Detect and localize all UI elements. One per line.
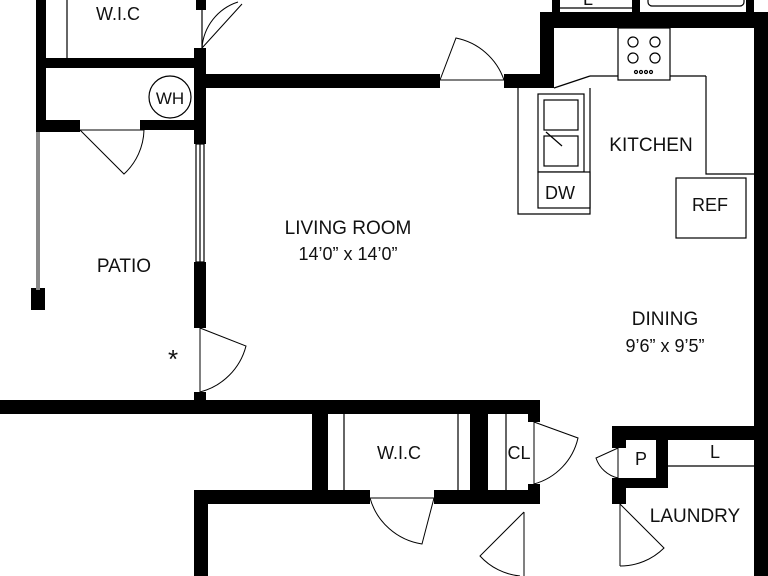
wall-pantry-bottom [612, 478, 668, 488]
wall-closet-bottom [140, 120, 206, 130]
wall-top-stub-b [632, 0, 640, 14]
thin-lines [36, 0, 754, 490]
label-water-heater: WH [156, 89, 184, 108]
wall-wic-floor-left [194, 490, 370, 504]
wall-closet-right-top [528, 400, 540, 422]
top-appliance [647, 0, 745, 7]
door-closet-cl [533, 421, 579, 485]
label-dishwasher: DW [545, 183, 575, 203]
label-dining-size: 9’6” x 9’5” [625, 336, 704, 356]
door-wic-bottom [369, 497, 435, 545]
wall-patio-top [36, 120, 80, 132]
kitchen-fixtures [148, 27, 754, 239]
wall-wic-bottom-right [470, 400, 488, 496]
label-dining: DINING [632, 309, 699, 330]
dishwasher [537, 171, 591, 209]
door-bedroom [479, 511, 525, 576]
counter-top-join [553, 75, 591, 89]
range [617, 27, 671, 81]
sink-basin-top [543, 99, 579, 131]
wall-patio-living-lower [194, 262, 206, 328]
wall-kitchen-left [540, 12, 554, 88]
wall-wic-bottom-left [312, 400, 328, 496]
wall-wic-right-upper [196, 0, 206, 10]
wall-living-top [206, 74, 440, 88]
wall-closet-right-bottom [528, 484, 540, 504]
door-laundry [619, 503, 665, 567]
wall-patio-living-upper [194, 48, 206, 144]
wall-wic-floor-right [434, 490, 540, 504]
wall-main-horizontal [0, 400, 540, 414]
wall-laundry-top [612, 426, 768, 440]
wall-wic-bottom [36, 58, 206, 68]
label-wic-bottom: W.I.C [377, 443, 421, 463]
wall-top-stub-c [746, 0, 754, 14]
burner-2 [649, 36, 661, 48]
sink-faucet [545, 131, 563, 147]
label-kitchen: KITCHEN [609, 135, 692, 156]
water-heater [148, 75, 192, 119]
label-closet: CL [507, 443, 530, 463]
label-wic-top: W.I.C [96, 4, 140, 24]
door-closet-patio [79, 129, 145, 175]
sink-basin-bottom [543, 135, 579, 167]
wall-top-stub-a [552, 0, 560, 14]
burner-1 [627, 36, 639, 48]
wall-laundry-left-top [612, 426, 626, 448]
door-wic-top [201, 1, 243, 49]
wall-kitchen-top [540, 12, 768, 28]
burner-4 [649, 52, 661, 64]
wall-right [754, 12, 768, 576]
label-laundry: LAUNDRY [650, 506, 741, 527]
labels: W.I.C WH PATIO LIVING ROOM 14’0” x 14’0”… [96, 0, 741, 527]
label-laundry-shelf: L [710, 442, 720, 462]
counter-right [705, 76, 754, 175]
label-patio: PATIO [97, 256, 151, 277]
label-pantry: P [635, 449, 647, 469]
wall-bedroom-left [194, 490, 208, 576]
door-pantry [595, 447, 619, 479]
patio-post [31, 288, 45, 310]
label-living-room-size: 14’0” x 14’0” [298, 244, 397, 264]
label-refrigerator: REF [692, 195, 728, 215]
burner-3 [627, 52, 639, 64]
label-top-shelf: L [583, 0, 593, 9]
door-living-top [439, 37, 505, 81]
refrigerator [675, 177, 747, 239]
door-patio [199, 327, 247, 393]
patio-railing [36, 132, 40, 290]
range-knobs [633, 69, 654, 75]
wall-pantry-right [656, 436, 668, 488]
label-living-room: LIVING ROOM [285, 218, 412, 239]
door-swings [79, 1, 665, 576]
label-asterisk: * [168, 344, 178, 374]
counter-outline [517, 88, 591, 215]
